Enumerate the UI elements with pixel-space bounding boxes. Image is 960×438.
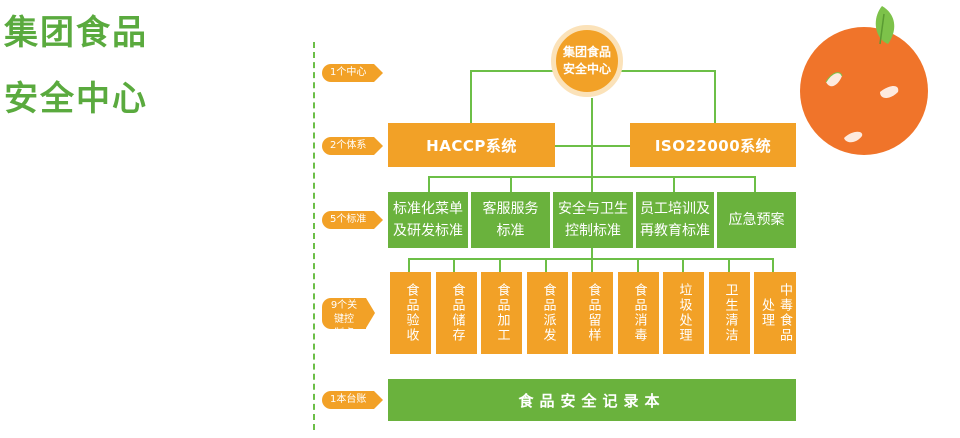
connector-center-right bbox=[714, 70, 716, 123]
standard-menu-rd: 标准化菜单及研发标准 bbox=[388, 192, 468, 248]
control-point-cleaning: 卫生清洁 bbox=[709, 272, 750, 354]
connector-pt-3 bbox=[499, 258, 501, 272]
center-line-1: 集团食品 bbox=[562, 45, 611, 59]
control-point-garbage: 垃圾处理 bbox=[663, 272, 704, 354]
standard-staff-training: 员工培训及再教育标准 bbox=[636, 192, 714, 248]
control-point-processing-label: 食品加工 bbox=[494, 283, 510, 343]
control-point-distribution: 食品派发 bbox=[527, 272, 568, 354]
standard-safety-hygiene: 安全与卫生控制标准 bbox=[553, 192, 633, 248]
standard-staff-training-line-2: 再教育标准 bbox=[640, 223, 710, 239]
control-point-cleaning-label: 卫生清洁 bbox=[722, 283, 738, 343]
control-point-storage: 食品储存 bbox=[436, 272, 477, 354]
connector-std-4 bbox=[673, 176, 675, 192]
standard-staff-training-line-1: 员工培训及 bbox=[640, 201, 710, 217]
connector-pt-5 bbox=[591, 258, 593, 272]
standard-customer-service-line-2: 标准 bbox=[496, 223, 525, 239]
control-point-distribution-label: 食品派发 bbox=[540, 283, 556, 343]
standard-emergency-plan-line-1: 应急预案 bbox=[728, 212, 785, 228]
control-point-processing: 食品加工 bbox=[481, 272, 522, 354]
standard-safety-hygiene-line-2: 控制标准 bbox=[565, 223, 621, 239]
control-point-storage-label: 食品储存 bbox=[449, 283, 465, 343]
control-point-poisoning-label: 中毒食品处理 bbox=[759, 283, 792, 343]
connector-std-3 bbox=[591, 176, 593, 192]
standard-customer-service-line-1: 客服服务 bbox=[482, 201, 539, 217]
connector-pt-2 bbox=[453, 258, 455, 272]
control-point-sampling-label: 食品留样 bbox=[585, 283, 601, 343]
standard-menu-rd-line-1: 标准化菜单 bbox=[393, 201, 463, 217]
level-tag-ledger: 1本台账 bbox=[322, 391, 384, 409]
control-point-disinfection: 食品消毒 bbox=[618, 272, 659, 354]
level-tag-control-points: 9个关键控制点 bbox=[322, 298, 375, 339]
page-title-line-1: 集团食品 bbox=[4, 13, 148, 53]
connector-pt-1 bbox=[408, 258, 410, 272]
standard-emergency-plan: 应急预案 bbox=[717, 192, 796, 248]
connector-pt-6 bbox=[637, 258, 639, 272]
system-haccp: HACCP系统 bbox=[388, 123, 555, 167]
system-iso22000: ISO22000系统 bbox=[630, 123, 796, 167]
control-point-sampling: 食品留样 bbox=[572, 272, 613, 354]
connector-trunk-1 bbox=[591, 98, 593, 176]
connector-std-2 bbox=[510, 176, 512, 192]
level-tag-standards: 5个标准 bbox=[322, 211, 384, 229]
standard-customer-service: 客服服务标准 bbox=[471, 192, 550, 248]
connector-std-5 bbox=[754, 176, 756, 192]
level-tag-center: 1个中心 bbox=[322, 64, 384, 82]
center-line-2: 安全中心 bbox=[562, 62, 611, 76]
connector-center-left bbox=[470, 70, 472, 123]
connector-pt-4 bbox=[545, 258, 547, 272]
control-point-receiving: 食品验收 bbox=[390, 272, 431, 354]
control-point-poisoning: 中毒食品处理 bbox=[754, 272, 796, 354]
standard-safety-hygiene-line-1: 安全与卫生 bbox=[558, 201, 628, 217]
level-tag-systems: 2个体系 bbox=[322, 137, 384, 155]
center-node: 集团食品安全中心 bbox=[551, 25, 623, 97]
connector-trunk-2 bbox=[591, 248, 593, 259]
connector-std-1 bbox=[428, 176, 430, 192]
connector-pt-8 bbox=[728, 258, 730, 272]
ledger-bar: 食品安全记录本 bbox=[388, 379, 796, 421]
page-title-line-2: 安全中心 bbox=[4, 79, 148, 119]
control-point-receiving-label: 食品验收 bbox=[403, 283, 419, 343]
standard-menu-rd-line-2: 及研发标准 bbox=[393, 223, 463, 239]
connector-pt-7 bbox=[682, 258, 684, 272]
connector-pt-9 bbox=[772, 258, 774, 272]
control-point-disinfection-label: 食品消毒 bbox=[631, 283, 647, 343]
timeline-axis bbox=[313, 42, 315, 430]
control-point-garbage-label: 垃圾处理 bbox=[676, 283, 692, 343]
